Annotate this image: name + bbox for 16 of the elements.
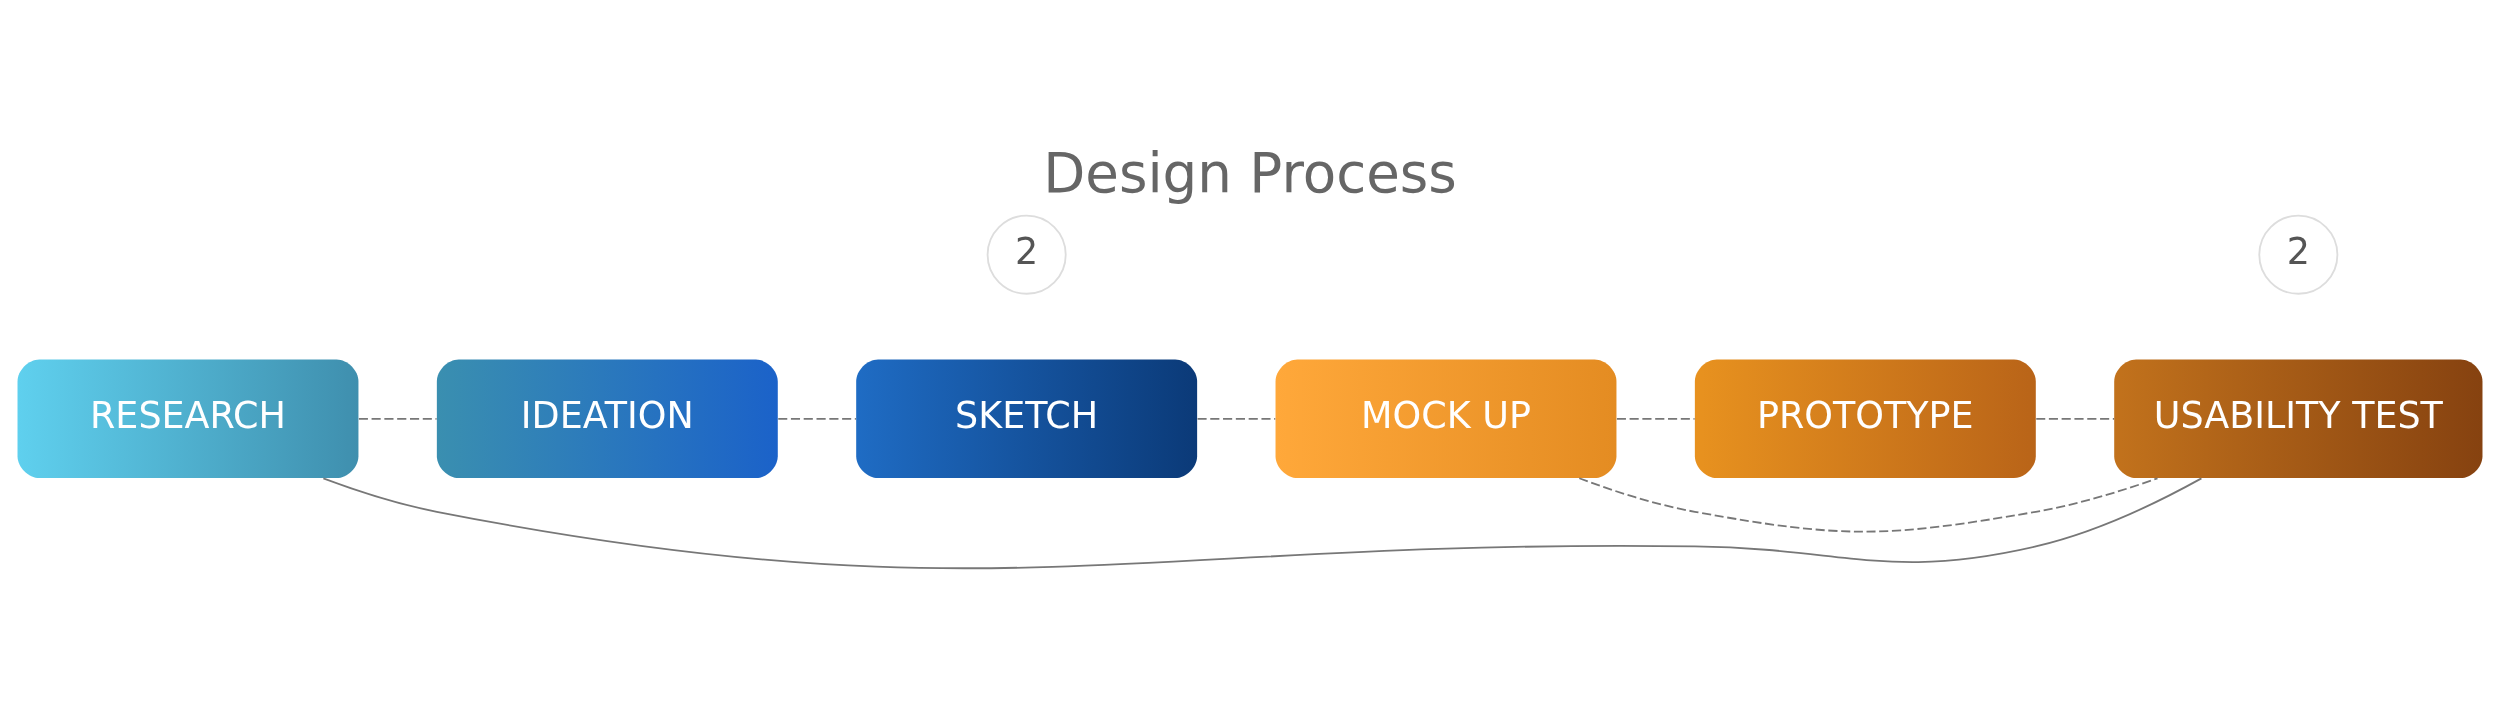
node-box: SKETCH bbox=[856, 359, 1198, 479]
connector bbox=[357, 417, 438, 420]
node-box: MOCK UP bbox=[1275, 359, 1617, 479]
node-box: PROTOTYPE bbox=[1694, 359, 2036, 479]
node-box: IDEATION bbox=[436, 359, 778, 479]
connector bbox=[1196, 417, 1277, 420]
connector bbox=[2035, 417, 2116, 420]
connector bbox=[1578, 477, 2159, 533]
connector bbox=[777, 417, 857, 420]
node-box: RESEARCH bbox=[17, 359, 359, 479]
connector bbox=[322, 477, 2203, 570]
node-circle: 2 bbox=[986, 214, 1067, 295]
diagram-title: Design Process bbox=[1043, 141, 1457, 206]
connector bbox=[1616, 417, 1696, 420]
node-circle: 2 bbox=[2258, 214, 2339, 295]
node-box: USABILITY TEST bbox=[2114, 359, 2483, 479]
